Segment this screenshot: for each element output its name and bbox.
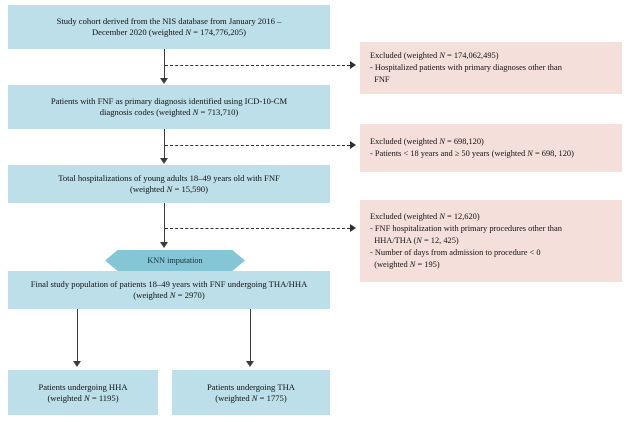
outcome-tha-line1: Patients undergoing THA bbox=[206, 381, 295, 392]
node-study-cohort-line1: Study cohort derived from the NIS databa… bbox=[56, 16, 282, 26]
node-young-adults-line1: Total hospitalizations of young adults 1… bbox=[58, 173, 280, 183]
node-young-adults: Total hospitalizations of young adults 1… bbox=[8, 165, 330, 203]
node-fnf-primary-line1: Patients with FNF as primary diagnosis i… bbox=[50, 96, 288, 106]
node-final-population-line1: Final study population of patients 18–49… bbox=[30, 279, 308, 289]
process-knn-imputation-label: KNN imputation bbox=[147, 256, 203, 265]
connector-cohort-to-fnf bbox=[164, 49, 166, 79]
node-final-population: Final study population of patients 18–49… bbox=[8, 271, 330, 309]
excluded-2-header: Excluded (weighted N = 698,120) bbox=[370, 137, 484, 147]
arrowhead-excluded-1 bbox=[350, 61, 356, 69]
connector-fnf-to-young-adults bbox=[164, 129, 166, 159]
node-excluded-2: Excluded (weighted N = 698,120) - Patien… bbox=[360, 124, 622, 172]
excluded-1-header: Excluded (weighted N = 174,062,495) bbox=[370, 51, 499, 61]
node-study-cohort: Study cohort derived from the NIS databa… bbox=[8, 5, 330, 49]
excluded-1-item-1: FNF bbox=[370, 74, 390, 84]
arrowhead-final-to-hha bbox=[73, 361, 81, 367]
excluded-2-item-0: - Patients < 18 years and ≥ 50 years (we… bbox=[370, 149, 574, 158]
node-outcome-tha: Patients undergoing THA (weighted N = 17… bbox=[172, 370, 330, 415]
outcome-hha-line1: Patients undergoing HHA bbox=[38, 381, 128, 392]
node-study-cohort-line2: December 2020 (weighted N = 174,776,205) bbox=[91, 27, 246, 37]
node-fnf-primary: Patients with FNF as primary diagnosis i… bbox=[8, 85, 330, 129]
process-knn-imputation: KNN imputation bbox=[105, 250, 245, 271]
arrowhead-fnf-to-young-adults bbox=[160, 158, 168, 164]
node-young-adults-line2: (weighted N = 15,590) bbox=[130, 184, 208, 194]
node-final-population-line2: (weighted N = 2970) bbox=[133, 290, 205, 300]
connector-young-adults-to-final bbox=[164, 203, 166, 243]
arrowhead-excluded-3 bbox=[350, 224, 356, 232]
dashed-connector-excluded-2 bbox=[165, 145, 350, 146]
connector-final-to-hha bbox=[77, 309, 79, 362]
connector-final-to-tha bbox=[250, 309, 252, 362]
arrowhead-young-adults-to-final bbox=[160, 242, 168, 248]
arrowhead-cohort-to-fnf bbox=[160, 78, 168, 84]
node-excluded-1: Excluded (weighted N = 174,062,495) - Ho… bbox=[360, 42, 622, 94]
excluded-3-item-2: - Number of days from admission to proce… bbox=[370, 247, 541, 257]
arrowhead-excluded-2 bbox=[350, 141, 356, 149]
outcome-tha-line2: (weighted N = 1775) bbox=[215, 392, 287, 403]
excluded-3-item-0: - FNF hospitalization with primary proce… bbox=[370, 224, 562, 234]
excluded-1-item-0: - Hospitalized patients with primary dia… bbox=[370, 63, 562, 73]
arrowhead-final-to-tha bbox=[246, 361, 254, 367]
dashed-connector-excluded-1 bbox=[165, 65, 350, 66]
outcome-hha-line2: (weighted N = 1195) bbox=[47, 392, 119, 403]
excluded-3-item-3: (weighted N = 195) bbox=[370, 259, 440, 269]
dashed-connector-excluded-3 bbox=[165, 228, 350, 229]
excluded-3-header: Excluded (weighted N = 12,620) bbox=[370, 212, 480, 222]
node-outcome-hha: Patients undergoing HHA (weighted N = 11… bbox=[8, 370, 158, 415]
excluded-3-item-1: HHA/THA (N = 12, 425) bbox=[370, 236, 459, 246]
node-excluded-3: Excluded (weighted N = 12,620) - FNF hos… bbox=[360, 200, 622, 282]
node-fnf-primary-line2: diagnosis codes (weighted N = 713,710) bbox=[99, 107, 239, 117]
